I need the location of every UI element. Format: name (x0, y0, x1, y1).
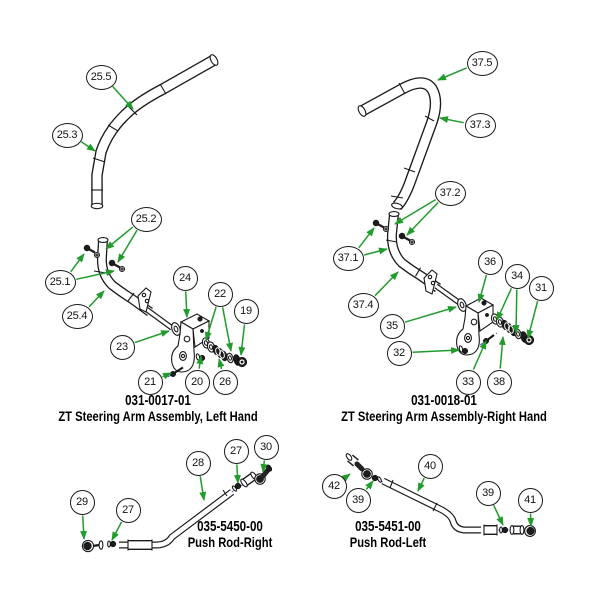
callout-27: 27 (223, 438, 249, 464)
part-name: Push Rod-Left (349, 534, 427, 550)
leader-arrow-25.5 (112, 85, 134, 110)
callout-24: 24 (172, 265, 198, 291)
leader-arrow-38 (498, 336, 506, 369)
leader-arrow-25.2 (117, 229, 138, 263)
callout-32: 32 (386, 340, 412, 366)
part-number: 031-0018-01 (411, 393, 477, 409)
leader-arrow-19 (238, 324, 246, 356)
leader-arrow-22 (204, 306, 217, 341)
steering-arm-left-art (83, 54, 248, 378)
leader-arrow-24 (183, 291, 191, 318)
callout-25.1: 25.1 (44, 269, 76, 295)
part-name: Push Rod-Right (187, 534, 273, 550)
leader-arrow-37.5 (437, 67, 467, 81)
part-number: 035-5451-00 (355, 519, 421, 535)
leader-arrow-23 (134, 330, 170, 344)
leader-arrow-42 (341, 473, 351, 482)
leader-arrow-34 (496, 287, 513, 321)
callout-23: 23 (109, 334, 135, 360)
leader-arrow-21 (162, 372, 172, 380)
leader-arrow-31 (526, 300, 539, 339)
callout-28: 28 (185, 450, 211, 476)
part-number: 035-5450-00 (197, 519, 263, 535)
leader-arrow-40 (417, 477, 425, 492)
callout-37.2: 37.2 (434, 180, 466, 206)
leader-arrow-20 (196, 355, 204, 369)
steering-arm-right-art (357, 77, 535, 356)
callout-26: 26 (212, 369, 238, 395)
part-name: ZT Steering Arm Assembly, Left Hand (58, 408, 258, 424)
leader-arrow-35 (404, 305, 457, 323)
leader-arrow-39 (365, 480, 374, 490)
callout-36: 36 (477, 249, 503, 275)
part-number: 031-0017-01 (125, 393, 191, 409)
leader-arrow-25.3 (80, 141, 96, 152)
part-label-pushrod-left: 035-5451-00 Push Rod-Left (350, 520, 427, 550)
leader-arrow-26 (217, 358, 225, 370)
leader-arrow-36 (477, 274, 488, 303)
callout-21: 21 (137, 369, 163, 395)
callout-19: 19 (233, 298, 259, 324)
callout-33: 33 (455, 369, 481, 395)
callout-25.2: 25.2 (130, 206, 162, 232)
callout-31: 31 (528, 275, 554, 301)
callout-38: 38 (486, 369, 512, 395)
push-rod-left-art (345, 453, 536, 537)
part-label-pushrod-right: 035-5450-00 Push Rod-Right (188, 520, 273, 550)
leader-arrow-37.1 (358, 227, 375, 249)
callout-37.4: 37.4 (347, 292, 379, 318)
leader-arrow-25.2 (105, 226, 134, 250)
callout-42: 42 (321, 473, 347, 499)
leader-arrow-39 (493, 504, 504, 526)
callout-30: 30 (253, 434, 279, 460)
leader-arrow-25.1 (70, 253, 85, 273)
leader-arrow-41 (527, 513, 535, 527)
callout-41: 41 (517, 487, 543, 513)
leader-arrow-34 (512, 289, 520, 334)
leader-arrow-37.2 (394, 198, 436, 225)
leader-arrow-33 (472, 340, 487, 370)
push-rod-right-art (81, 464, 273, 553)
leader-arrow-29 (80, 515, 88, 540)
callout-37.5: 37.5 (466, 50, 498, 76)
callout-35: 35 (379, 313, 405, 339)
callout-25.3: 25.3 (51, 122, 83, 148)
callout-25.4: 25.4 (61, 303, 93, 329)
callout-22: 22 (207, 281, 233, 307)
part-name: ZT Steering Arm Assembly-Right Hand (341, 408, 547, 424)
callout-34: 34 (504, 263, 530, 289)
leader-arrow-37.4 (374, 271, 399, 297)
callout-27: 27 (115, 497, 141, 523)
leader-arrow-25.1 (76, 269, 115, 281)
leader-arrow-25.4 (88, 290, 105, 308)
part-label-steering-right: 031-0018-01 ZT Steering Arm Assembly-Rig… (341, 394, 547, 424)
callout-39: 39 (345, 487, 371, 513)
leader-arrow-27 (233, 464, 241, 484)
callout-29: 29 (69, 489, 95, 515)
leader-arrow-37.3 (439, 116, 464, 124)
callout-37.3: 37.3 (464, 112, 496, 138)
leader-arrow-37.2 (406, 201, 439, 236)
leader-arrow-27 (111, 521, 123, 541)
leader-arrow-37.1 (363, 247, 388, 256)
leader-arrow-22 (221, 307, 233, 352)
leader-arrow-28 (199, 476, 207, 501)
callout-39: 39 (475, 480, 501, 506)
callout-40: 40 (417, 453, 443, 479)
callout-20: 20 (184, 369, 210, 395)
callout-37.1: 37.1 (332, 245, 364, 271)
leader-arrow-30 (260, 460, 268, 473)
leader-arrow-32 (412, 346, 460, 354)
part-label-steering-left: 031-0017-01 ZT Steering Arm Assembly, Le… (58, 394, 257, 424)
callout-25.5: 25.5 (85, 64, 117, 90)
